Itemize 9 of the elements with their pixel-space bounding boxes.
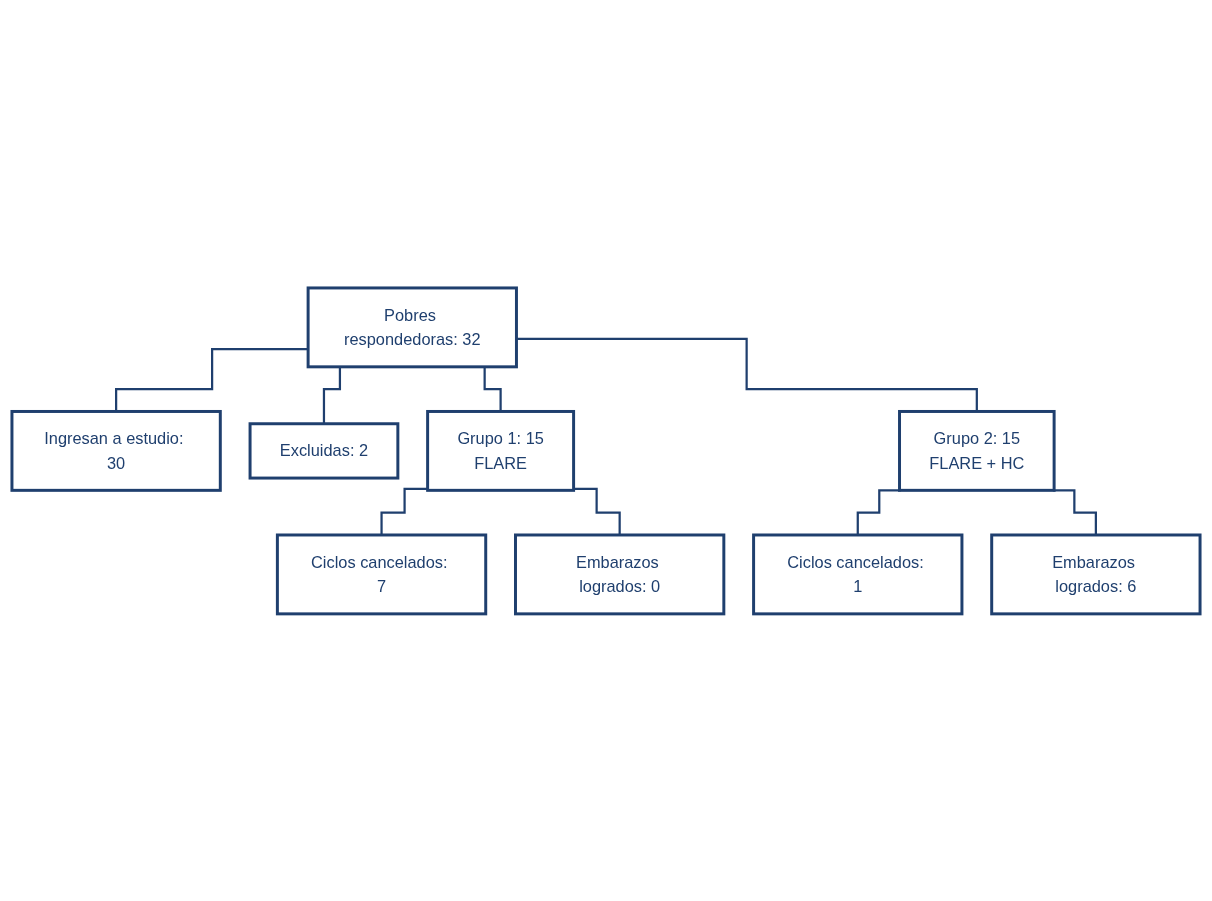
node-box: Ingresan a estudio: 30 <box>10 409 222 492</box>
node-box: Ciclos cancelados: 1 <box>752 533 964 615</box>
node-box: Grupo 1: 15 FLARE <box>426 409 576 492</box>
node-box: Excluidas: 2 <box>248 421 400 480</box>
node-box: Ciclos cancelados: 7 <box>275 533 488 615</box>
node-box: Embarazos logrados: 6 <box>990 533 1202 615</box>
node-box: Embarazos logrados: 0 <box>514 533 726 615</box>
node-box: Pobres respondedoras: 32 <box>306 286 518 368</box>
node-box: Grupo 2: 15 FLARE + HC <box>898 409 1056 492</box>
